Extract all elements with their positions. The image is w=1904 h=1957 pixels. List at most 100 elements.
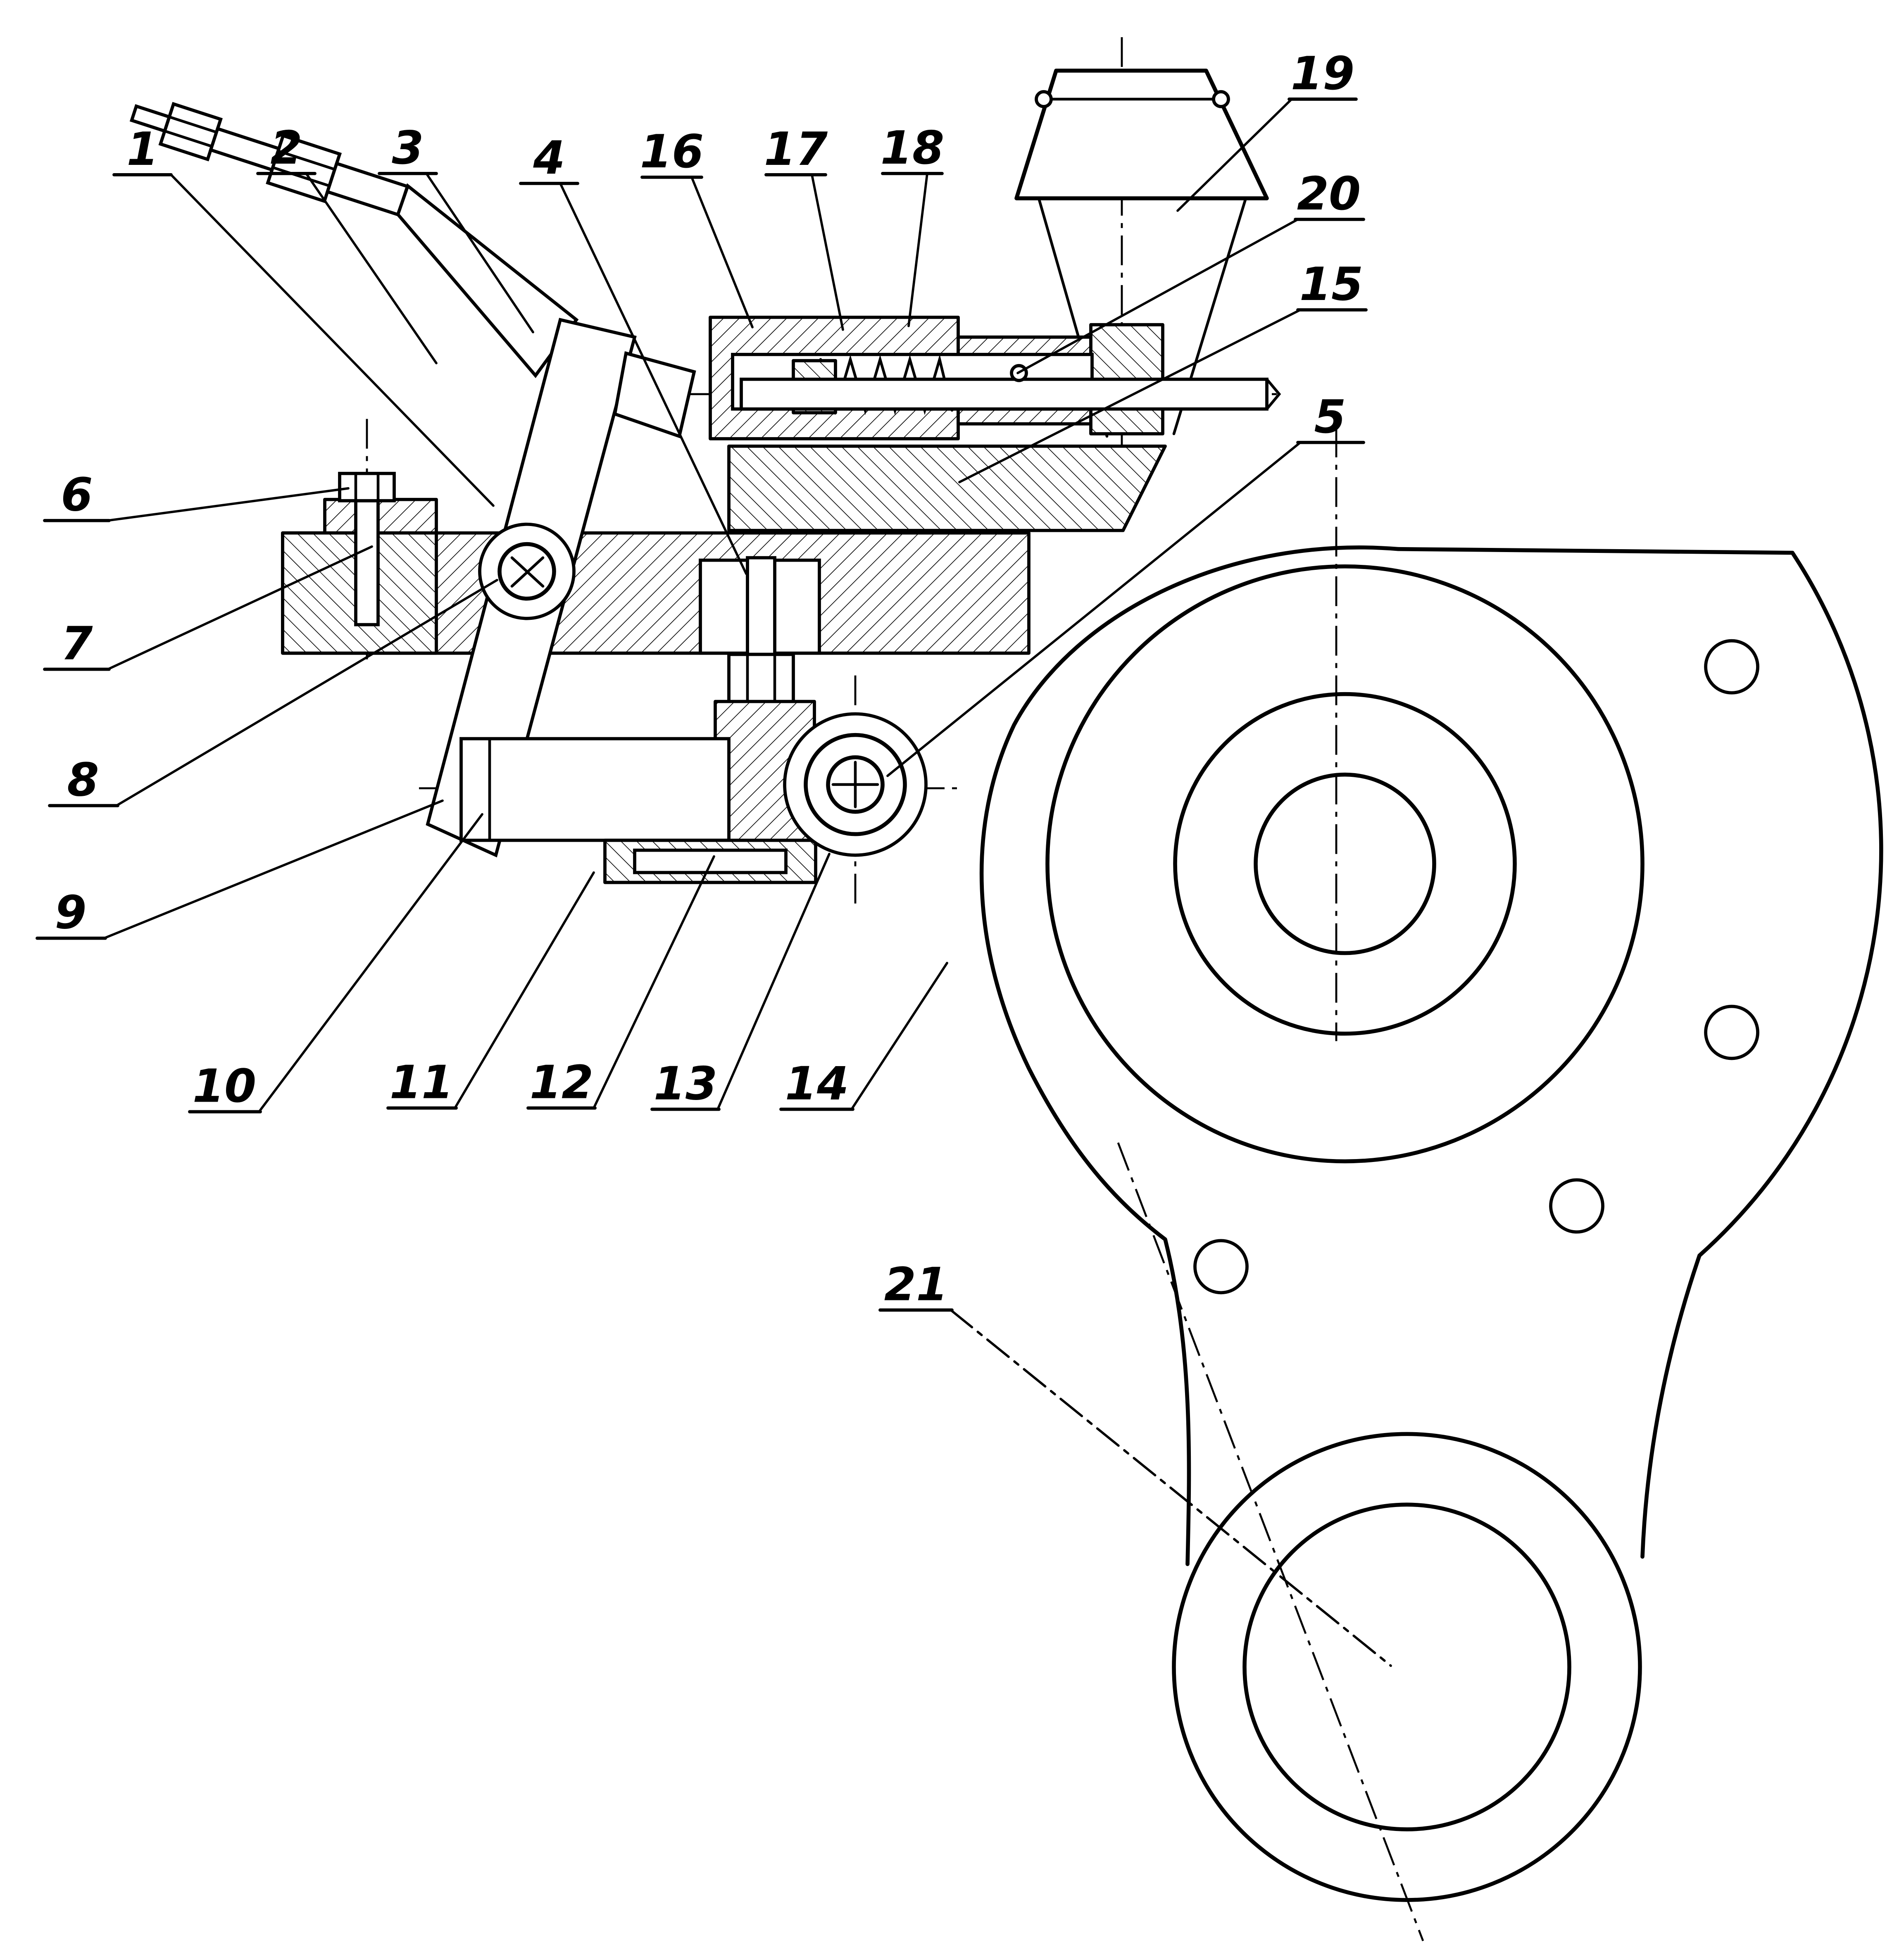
screw-shaft [209,126,281,172]
small-bolt-shaft [746,556,776,656]
callout-14: 14 [779,962,948,1111]
leader-line [454,871,595,1109]
callout-label: 3 [392,121,424,175]
lower-cylinder-assembly [459,700,928,884]
retainer-boss-ring [804,733,907,836]
leader-line [690,176,754,329]
lever-upper-link [396,183,579,379]
leader-line [305,172,438,364]
left-clamp-bolt [338,471,396,626]
callout-label: 18 [881,121,944,175]
callout-20: 20 [1016,167,1365,374]
upper-plate-section [727,444,1167,532]
housing-section [979,545,1883,1902]
eye-outer-circle [1172,1432,1642,1902]
leader-line [850,962,948,1111]
callout-5: 5 [886,390,1365,777]
housing-shaft-hole [1254,772,1436,955]
callout-3: 3 [378,121,534,333]
small-bolt-head [727,652,795,706]
rod-tip [1265,378,1281,411]
leader-line [107,487,350,522]
arm-centerline [1117,1142,1424,1941]
pivot-boss [478,522,576,620]
housing-flange-circle [1045,564,1645,1164]
callout-label: 13 [654,1057,717,1110]
callout-label: 11 [390,1056,453,1109]
screw-slot [510,556,545,588]
cap-rivet [1035,90,1053,108]
upper-cylinder-assembly [709,315,1281,440]
callout-10: 10 [188,813,483,1114]
callout-label: 21 [884,1258,948,1311]
leader-line [811,174,844,331]
leader-line [958,308,1302,483]
leader-line [1176,98,1293,212]
housing-bore-circle [1173,692,1517,1036]
flange-bolt-hole [1704,1005,1759,1060]
callout-13: 13 [650,852,831,1111]
callout-9: 9 [36,799,444,940]
bolt-head [338,471,396,502]
eye-bore-circle [1242,1502,1571,1831]
flange-bolt-hole [1549,1178,1604,1234]
callout-4: 4 [519,131,747,575]
housing-left-outline [979,545,1400,1566]
nut-facet [271,166,331,188]
callout-label: 12 [530,1056,593,1109]
callout-label: 9 [55,886,86,940]
flange-bolt-hole [1704,639,1759,695]
leader-line [593,855,715,1109]
callout-label: 16 [640,125,704,179]
leader-line [425,172,534,333]
cap-trapezoid [1014,69,1269,200]
callout-label: 2 [270,121,302,175]
adjusting-screw-assembly [129,102,409,217]
callout-label: 8 [67,754,99,807]
lever-tappet [613,351,696,438]
callout-16: 16 [640,125,754,329]
leader-line [103,799,444,940]
callout-label: 6 [61,469,93,522]
mounting-plates [281,444,1167,655]
leader-line [170,174,495,507]
callout-18: 18 [881,121,944,327]
leader-line [907,172,928,327]
callout-label: 19 [1291,47,1354,100]
callout-label: 5 [1314,390,1346,444]
lower-cylinder-body [459,737,731,842]
callout-15: 15 [958,258,1368,483]
callout-7: 7 [43,545,373,671]
callout-19: 19 [1176,47,1358,212]
callout-17: 17 [764,123,844,331]
callout-label: 20 [1297,167,1361,221]
callout-8: 8 [48,579,498,807]
flange-bolt-hole [1193,1239,1249,1295]
leader-line [950,1309,1392,1667]
leader-line [258,813,483,1113]
pivot-screw-head [497,542,556,601]
cap-rivet [1212,90,1230,108]
bolt-shaft [354,499,380,626]
callout-label: 17 [764,123,828,176]
callout-12: 12 [526,855,715,1110]
callout-6: 6 [43,469,350,522]
bracket-step-section [323,498,438,535]
callout-1: 1 [112,123,495,507]
retainer-screw-head [826,755,885,814]
leader-line [716,852,831,1111]
callout-label: 4 [533,131,565,185]
leader-line [107,545,373,671]
leader-line [1016,218,1299,374]
push-rod [740,377,1269,411]
nut-facet [276,150,336,171]
callout-21: 21 [878,1258,1392,1667]
bottom-flange-core [633,848,788,874]
callout-label: 15 [1299,258,1363,311]
callout-11: 11 [386,871,595,1110]
callout-label: 7 [61,617,93,671]
hex-facet [168,115,218,134]
callout-label: 1 [126,123,158,176]
